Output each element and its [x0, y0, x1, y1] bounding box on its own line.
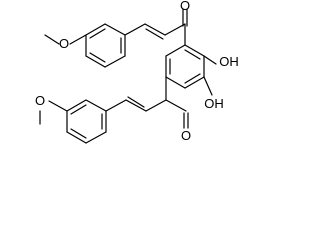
atom-label-methoxy-bottom-o: O	[35, 93, 45, 108]
bottom-hydroxyl-bond	[203, 76, 213, 96]
bottom-methoxy-group	[39, 100, 68, 125]
bottom-enone-chain	[105, 76, 189, 129]
central-dihydroxyphenyl-ring	[165, 44, 205, 89]
top-methoxyphenyl-ring	[85, 23, 126, 68]
bottom-methoxyphenyl-ring	[66, 99, 107, 144]
top-enone-chain	[124, 8, 188, 46]
atom-label-ketone-bottom-o: O	[181, 128, 191, 143]
top-hydroxyl-bond	[203, 55, 217, 65]
chemical-structure-diagram: O O OH OH O O	[35, 0, 239, 144]
top-methoxy-group	[44, 34, 87, 45]
atom-label-hydroxyl-bottom: OH	[204, 96, 224, 111]
atom-label-methoxy-top-o: O	[59, 36, 69, 51]
atom-label-ketone-top-o: O	[180, 0, 190, 13]
atom-label-hydroxyl-top: OH	[219, 54, 239, 69]
